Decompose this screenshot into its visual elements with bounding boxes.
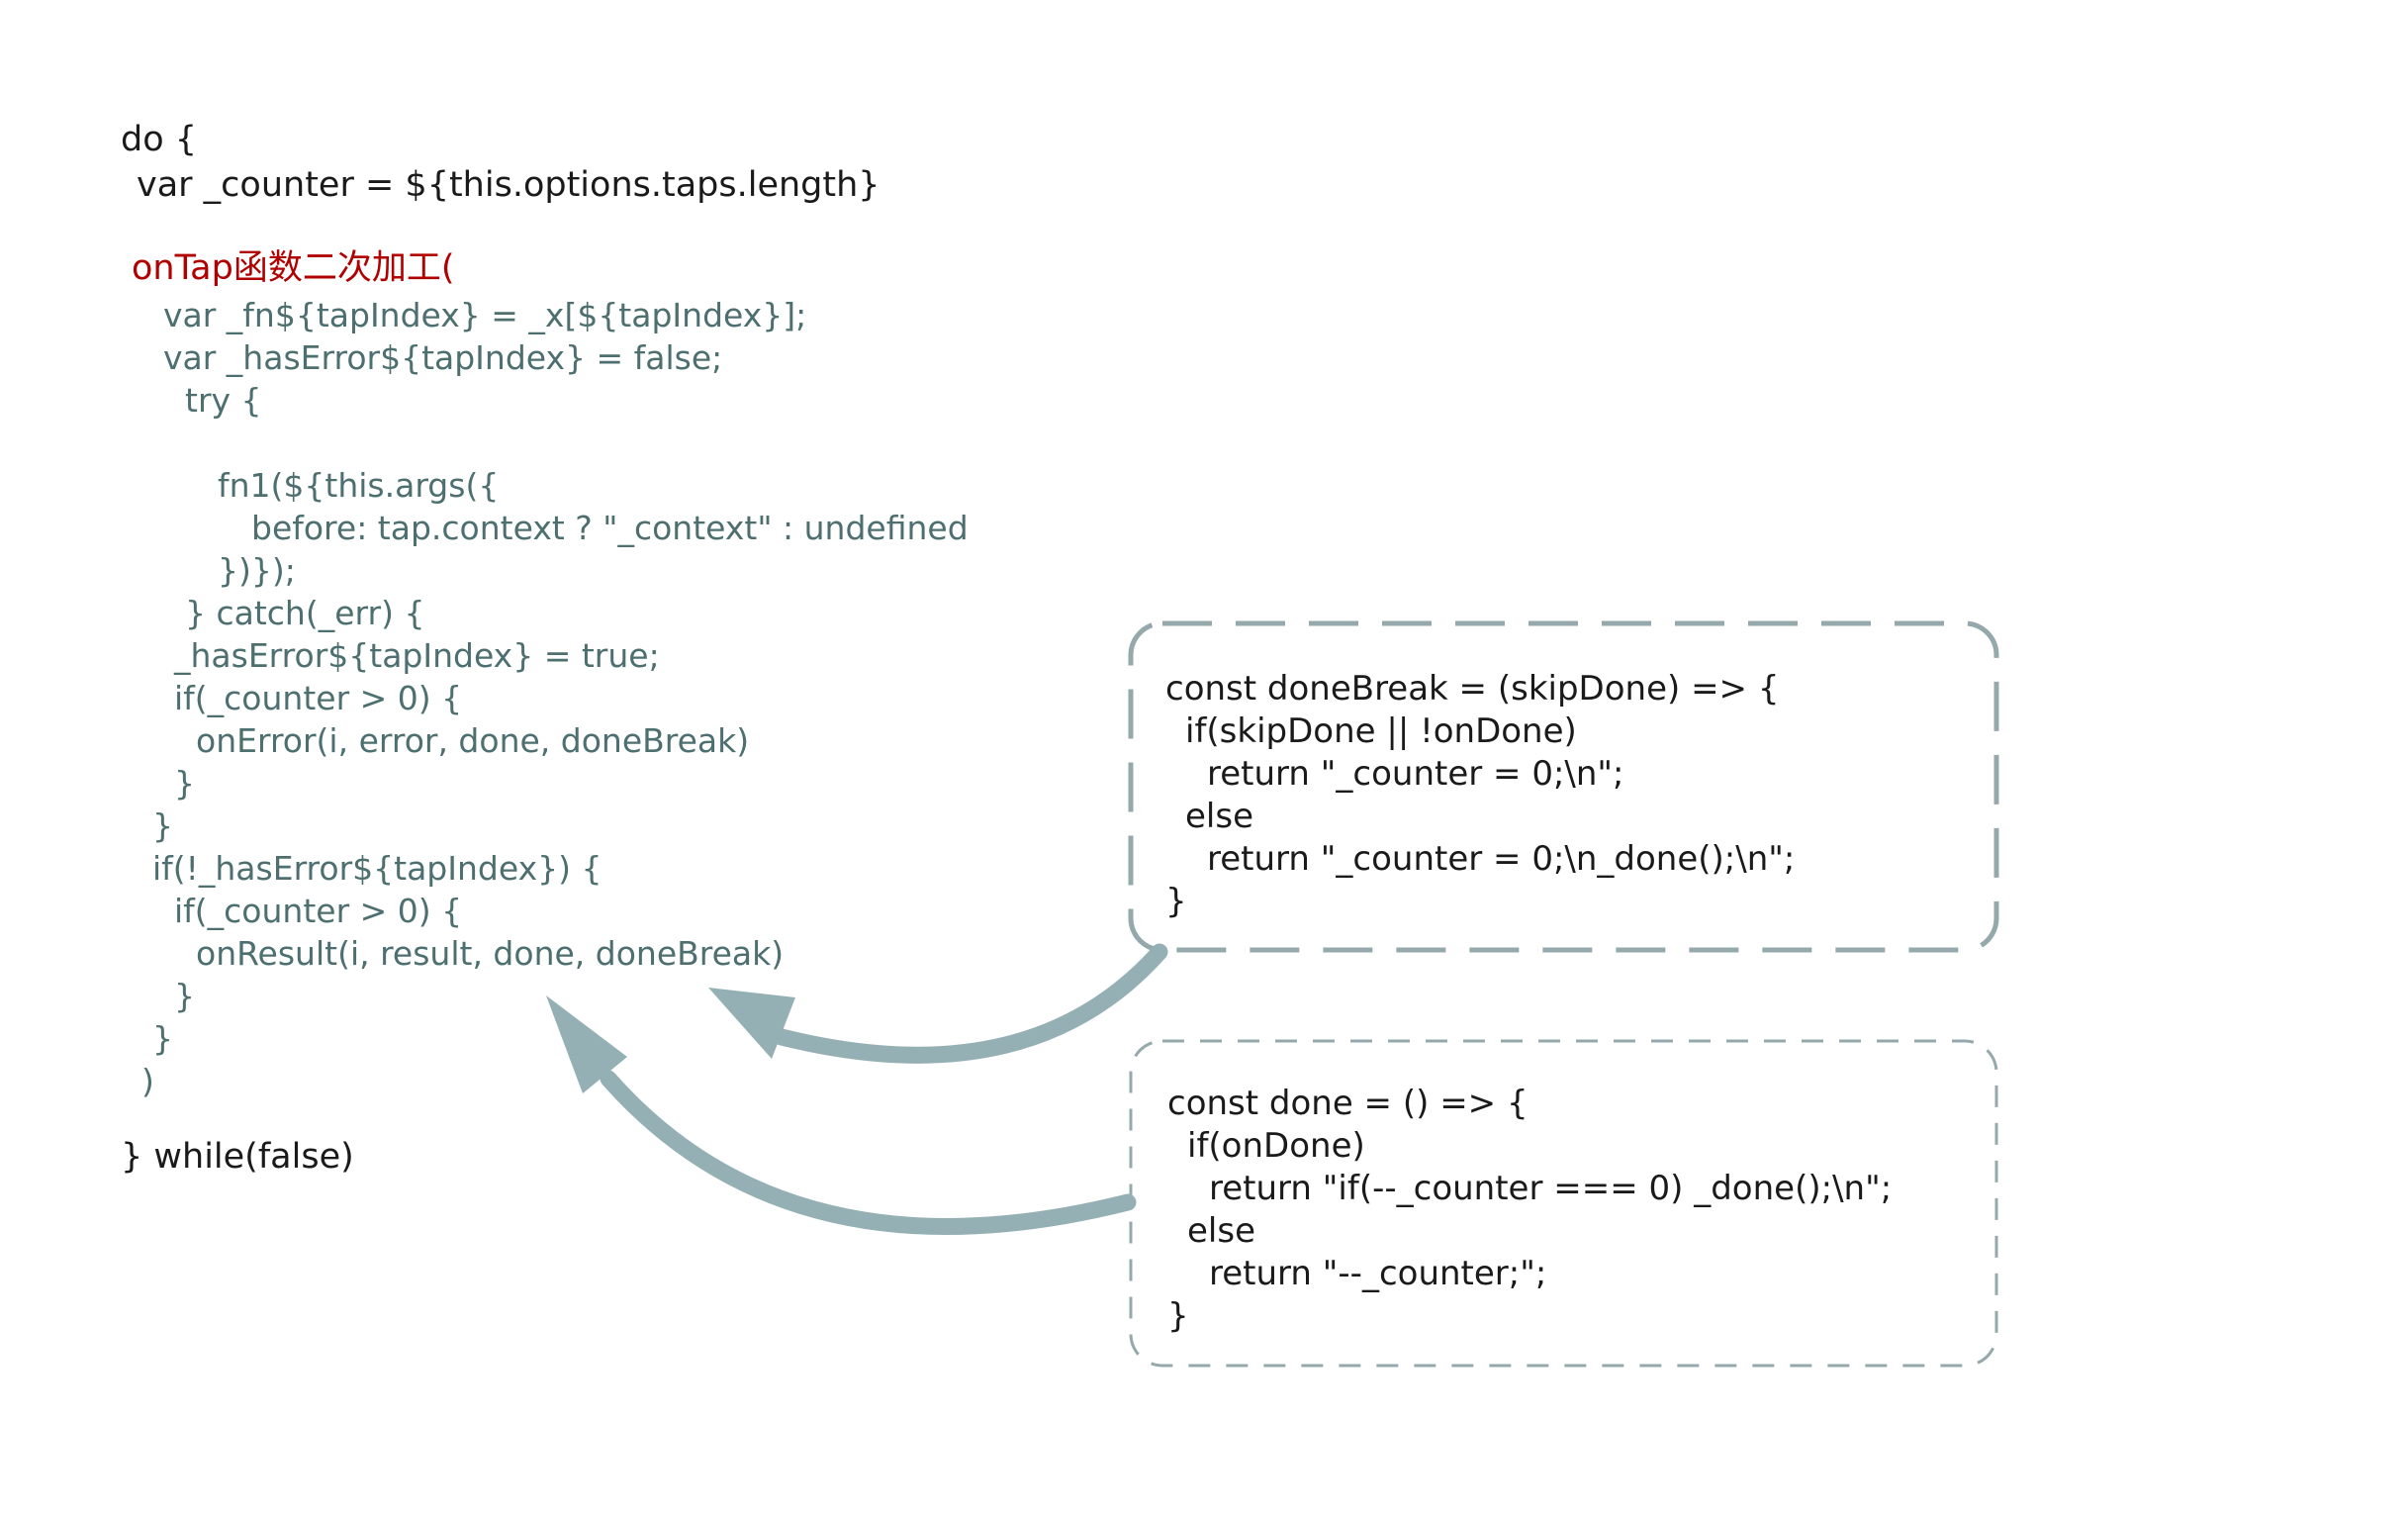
box-code-line: const doneBreak = (skipDone) => { bbox=[1165, 669, 1780, 709]
box-code-line: if(onDone) bbox=[1187, 1126, 1365, 1166]
code-line: if(_counter > 0) { bbox=[174, 892, 463, 930]
code-line: } bbox=[174, 764, 195, 803]
box-code-line: return "_counter = 0;\n"; bbox=[1207, 754, 1624, 794]
code-line: if(!_hasError${tapIndex}) { bbox=[152, 849, 602, 888]
code-line: if(_counter > 0) { bbox=[174, 679, 463, 717]
code-line: } bbox=[152, 1019, 173, 1058]
box-code-line: if(skipDone || !onDone) bbox=[1185, 711, 1577, 751]
arrow-done-break-head bbox=[708, 988, 795, 1059]
code-line: try { bbox=[185, 381, 262, 420]
code-line: } catch(_err) { bbox=[185, 594, 425, 632]
box-code-line: return "--_counter;"; bbox=[1209, 1254, 1547, 1293]
box-code-line: const done = () => { bbox=[1167, 1084, 1528, 1123]
code-line: var _hasError${tapIndex} = false; bbox=[163, 338, 723, 377]
code-line: } bbox=[174, 977, 195, 1015]
code-line: fn1(${this.args({ bbox=[218, 466, 500, 505]
arrow-done bbox=[600, 1070, 1137, 1235]
ontap-title: onTap函数二次加工( bbox=[132, 248, 455, 288]
box-code-line: } bbox=[1167, 1296, 1189, 1336]
code-line: } bbox=[152, 806, 173, 845]
while-close-line: } while(false) bbox=[121, 1137, 354, 1177]
arrow-done-break bbox=[773, 943, 1168, 1064]
do-open-line: do { bbox=[121, 120, 198, 159]
box-code-line: else bbox=[1185, 797, 1253, 836]
done-break-box-border bbox=[1128, 620, 1999, 953]
box-code-line: else bbox=[1187, 1211, 1255, 1251]
box-code-line: return "if(--_counter === 0) _done();\n"… bbox=[1209, 1169, 1893, 1208]
code-line: onError(i, error, done, doneBreak) bbox=[196, 721, 750, 760]
arrow-done-head bbox=[546, 995, 627, 1093]
counter-declaration-line: var _counter = ${this.options.taps.lengt… bbox=[137, 165, 880, 205]
code-line: ) bbox=[141, 1062, 154, 1100]
box-code-line: return "_counter = 0;\n_done();\n"; bbox=[1207, 839, 1796, 879]
code-line: onResult(i, result, done, doneBreak) bbox=[196, 934, 785, 973]
code-line: before: tap.context ? "_context" : undef… bbox=[251, 509, 969, 547]
box-code-line: } bbox=[1165, 882, 1187, 921]
code-line: var _fn${tapIndex} = _x[${tapIndex}]; bbox=[163, 296, 807, 334]
code-line: })}); bbox=[218, 551, 296, 590]
code-line: _hasError${tapIndex} = true; bbox=[174, 636, 660, 675]
